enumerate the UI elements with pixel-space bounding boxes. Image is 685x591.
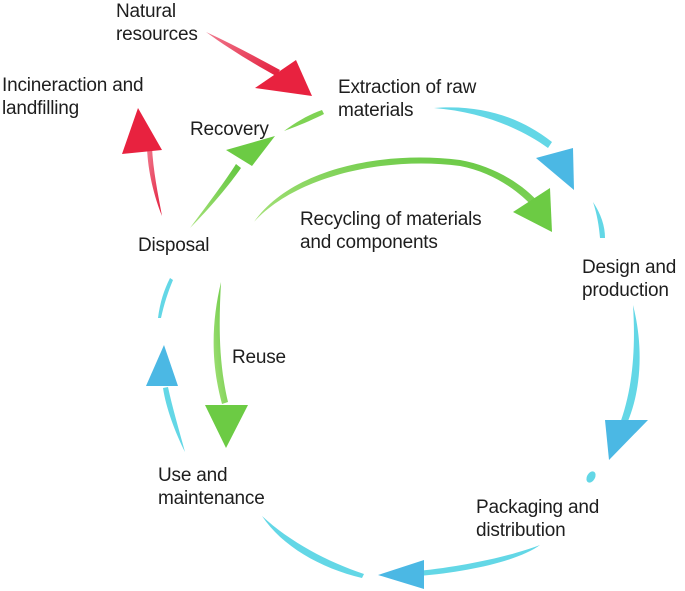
label-use-line1: Use and xyxy=(158,465,228,486)
arc-lower-left xyxy=(262,516,364,578)
label-packaging-line2: distribution xyxy=(476,520,566,541)
label-extraction: Extraction of raw materials xyxy=(338,76,476,122)
label-natural-resources: Natural resources xyxy=(116,0,198,46)
arrow-reuse xyxy=(205,282,248,448)
label-design: Design and production xyxy=(582,256,676,302)
dash-disposal xyxy=(158,278,173,318)
label-packaging-line1: Packaging and xyxy=(476,497,600,518)
label-natural-resources-line1: Natural xyxy=(116,1,176,22)
label-use: Use and maintenance xyxy=(158,464,265,510)
arrow-recycling-to-design xyxy=(254,157,552,232)
label-use-line2: maintenance xyxy=(158,488,265,509)
label-recovery: Recovery xyxy=(190,119,269,140)
arrow-design-to-packaging xyxy=(605,305,648,460)
arrow-natural-resources xyxy=(206,32,312,96)
dash-recovery xyxy=(284,110,324,131)
lifecycle-cycle xyxy=(146,107,648,589)
arrow-extraction-to-design xyxy=(434,107,574,190)
dash-design xyxy=(593,202,605,238)
arrow-to-incineration xyxy=(122,108,162,216)
label-packaging: Packaging and distribution xyxy=(476,496,599,542)
label-disposal: Disposal xyxy=(138,235,210,256)
waste-flows xyxy=(122,32,312,216)
recycling-loops xyxy=(190,110,552,448)
label-recycling-line1: Recycling of materials xyxy=(300,209,482,230)
label-natural-resources-line2: resources xyxy=(116,24,198,45)
label-reuse: Reuse xyxy=(232,347,286,368)
label-design-line1: Design and xyxy=(582,257,677,278)
arrow-use-to-disposal xyxy=(146,345,185,452)
arrow-disposal-to-recovery xyxy=(190,136,275,228)
label-incineration-line2: landfilling xyxy=(2,98,80,119)
label-extraction-line2: materials xyxy=(338,100,414,121)
label-recycling: Recycling of materials and components xyxy=(300,208,482,254)
arrow-packaging-to-use xyxy=(378,545,540,589)
label-design-line2: production xyxy=(582,280,669,301)
label-incineration: Incineraction and landfilling xyxy=(2,74,144,120)
label-incineration-line1: Incineraction and xyxy=(2,75,144,96)
dot-packaging xyxy=(586,471,596,483)
label-extraction-line1: Extraction of raw xyxy=(338,77,477,98)
label-recycling-line2: and components xyxy=(300,232,438,253)
